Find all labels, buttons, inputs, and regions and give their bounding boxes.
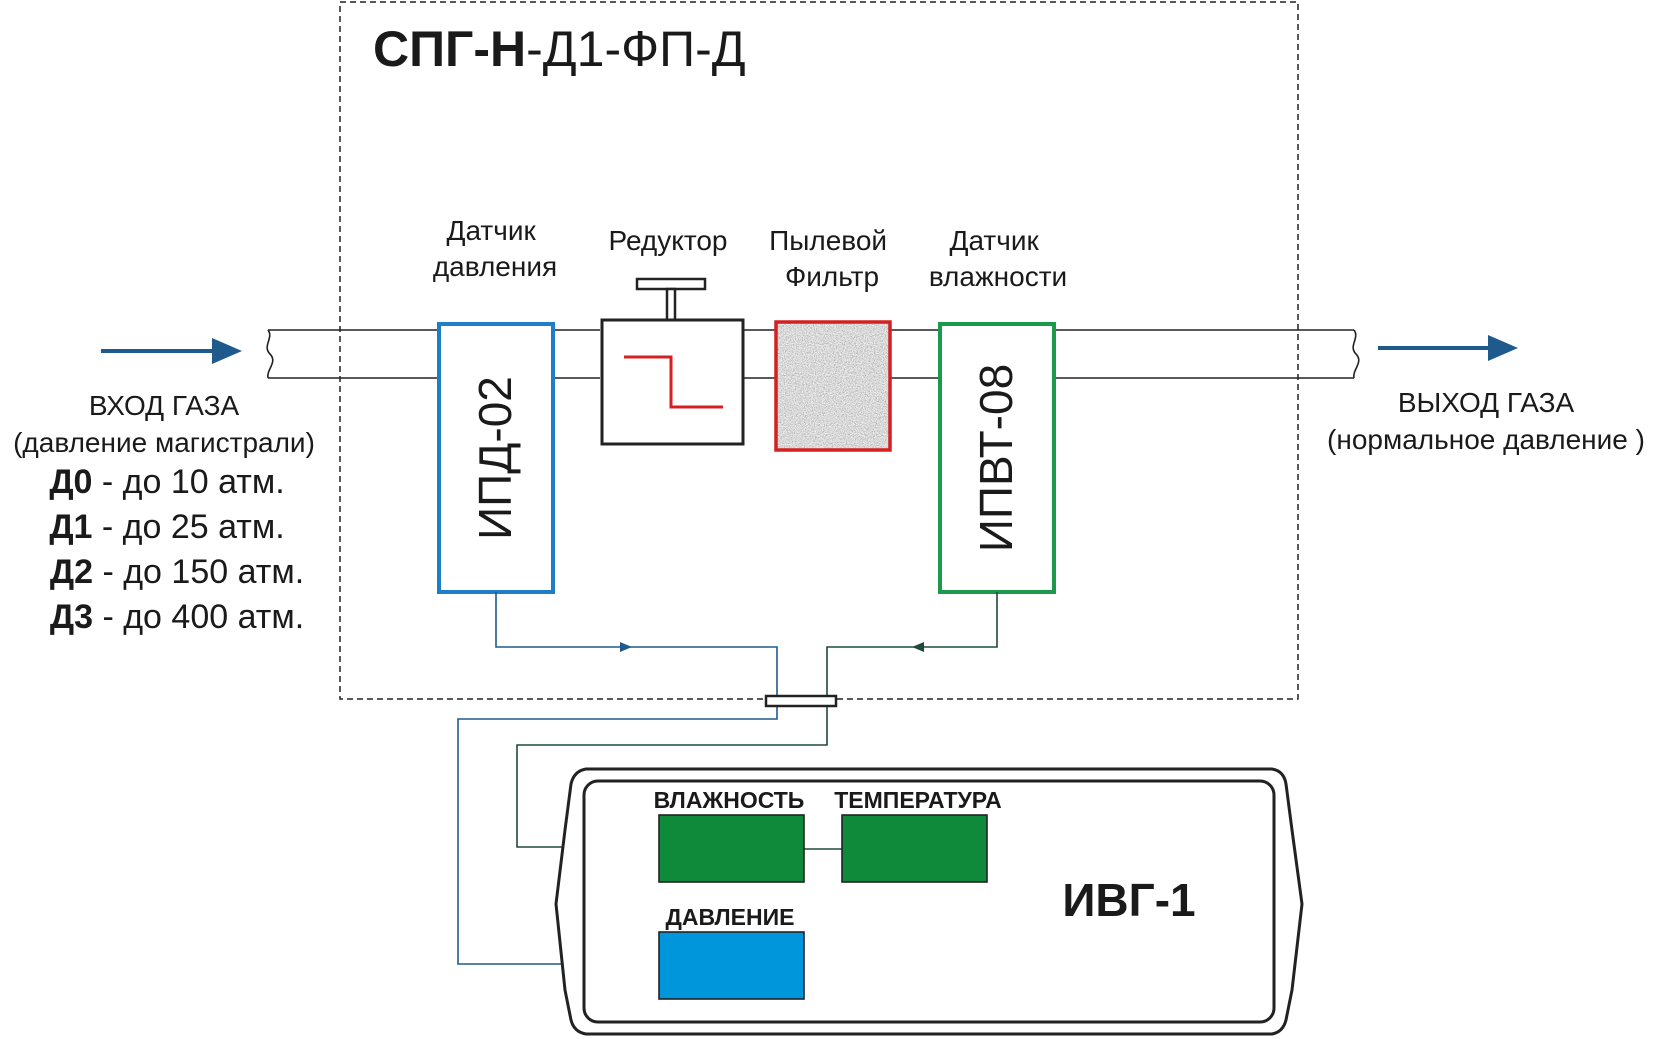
inlet-arrow: [101, 338, 242, 364]
ipvt-label: ИПВТ-08: [970, 364, 1022, 552]
humidity-display: [658, 814, 805, 883]
system-title-rest: -Д1-ФП-Д: [526, 21, 745, 77]
ivg-meter: ИВГ-1 ВЛАЖНОСТЬ ТЕМПЕРАТУРА ДАВЛЕНИЕ: [554, 767, 1304, 1036]
reducer: [600, 277, 745, 446]
cable-connector: [764, 694, 838, 708]
reducer-step-icon: [624, 355, 723, 409]
inlet-info: ВХОД ГАЗА (давление магистрали) Д0 - до …: [13, 390, 315, 636]
inlet-title: ВХОД ГАЗА: [89, 390, 240, 421]
reducer-label: Редуктор: [609, 225, 728, 256]
temperature-display-label: ТЕМПЕРАТУРА: [834, 787, 1002, 813]
temperature-display: [841, 814, 988, 883]
system-title: СПГ-Н-Д1-ФП-Д: [373, 21, 746, 77]
outlet-subtitle: (нормальное давление ): [1327, 424, 1645, 455]
humidity-display-label: ВЛАЖНОСТЬ: [654, 787, 805, 813]
ipvt-sensor: ИПВТ-08: [938, 322, 1056, 594]
dust-filter: [774, 320, 892, 452]
meter-name: ИВГ-1: [1062, 874, 1195, 926]
inlet-subtitle: (давление магистрали): [13, 427, 315, 458]
range-d1: Д1 - до 25 атм.: [49, 508, 284, 546]
ipd-label: ИПД-02: [469, 376, 521, 540]
pressure-display: [658, 931, 805, 1000]
range-d2: Д2 - до 150 атм.: [50, 553, 304, 591]
pressure-sensor-label: Датчик давления: [433, 215, 557, 282]
system-title-bold: СПГ-Н: [373, 21, 526, 77]
outlet-arrow: [1378, 335, 1518, 361]
outlet-info: ВЫХОД ГАЗА (нормальное давление ): [1327, 387, 1645, 455]
outlet-title: ВЫХОД ГАЗА: [1398, 387, 1575, 418]
pressure-display-label: ДАВЛЕНИЕ: [666, 904, 795, 930]
range-d3: Д3 - до 400 атм.: [50, 598, 304, 636]
humidity-sensor-label: Датчик влажности: [929, 225, 1067, 292]
range-d0: Д0 - до 10 атм.: [49, 463, 284, 501]
dust-filter-label: Пылевой Фильтр: [769, 225, 895, 292]
gas-pipe: [266, 329, 1360, 379]
ipd-sensor: ИПД-02: [437, 322, 555, 594]
